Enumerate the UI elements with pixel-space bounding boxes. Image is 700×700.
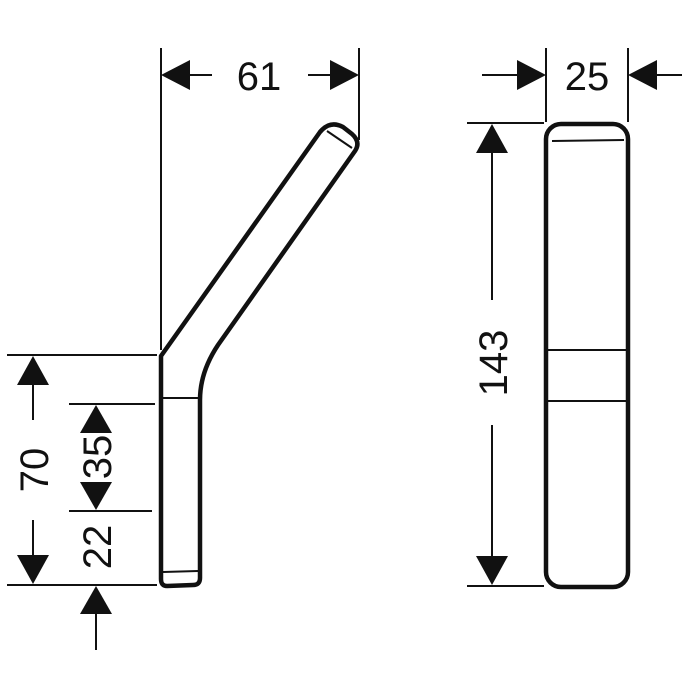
arrowhead-left [628,60,657,90]
arrowhead-up [17,356,49,385]
dimension-70: 70 [13,356,57,584]
hook-tip-cap-line [326,130,353,149]
hook-base-line [162,570,199,573]
dimension-61: 61 [160,48,360,350]
front-view [543,121,631,590]
height-label-143: 143 [472,330,516,397]
arrowhead-up [80,405,112,433]
segment-label-35: 35 [76,435,120,480]
height-label-70: 70 [13,448,57,493]
hook-side-outline [158,122,360,589]
arrowhead-up [80,586,112,614]
arrowhead-down [17,555,49,584]
arrowhead-right [330,60,359,90]
arrowhead-left [161,60,190,90]
dimension-25: 25 [482,48,682,122]
dimension-22: 22 [76,525,120,650]
arrowhead-down [80,482,112,510]
segment-label-22: 22 [76,525,120,570]
arrowhead-up [476,124,508,153]
side-view [158,122,360,589]
dimension-35: 35 [76,405,120,510]
arrowhead-right [517,60,546,90]
hook-front-outline [543,121,631,590]
front-top-inner-line [551,139,625,142]
width-label-61: 61 [237,55,282,99]
dimension-143: 143 [467,122,544,587]
width-label-25: 25 [565,55,610,99]
arrowhead-down [476,556,508,585]
